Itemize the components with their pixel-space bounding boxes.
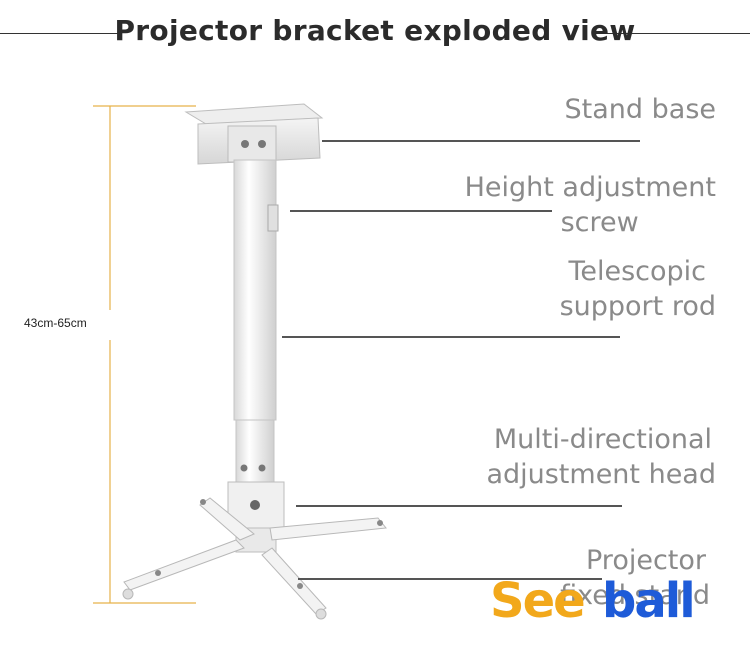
label-telescopic-support-rod: Telescopic support rod <box>560 254 716 324</box>
label-height-adjustment-screw: Height adjustment screw <box>465 170 716 240</box>
label-multi-directional-head: Multi-directional adjustment head <box>486 422 716 492</box>
seeball-logo: See ball <box>490 575 725 625</box>
svg-text:ball: ball <box>602 575 694 625</box>
stand-base <box>186 104 322 164</box>
dimension-line <box>93 106 196 603</box>
leader-adjustment-head <box>296 505 622 507</box>
leader-support-rod <box>282 336 620 338</box>
dimension-label: 43cm-65cm <box>24 316 87 330</box>
leader-stand-base <box>322 140 640 142</box>
telescopic-rod <box>234 160 278 482</box>
label-stand-base: Stand base <box>565 92 716 127</box>
svg-text:See: See <box>490 575 584 625</box>
